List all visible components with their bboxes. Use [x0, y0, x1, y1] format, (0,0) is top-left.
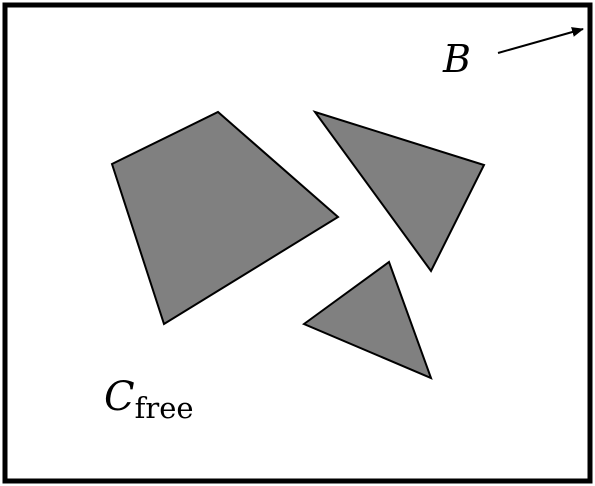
upper-triangle-obstacle	[312, 110, 486, 273]
lower-triangle-obstacle	[301, 260, 433, 380]
body-label: B	[442, 37, 471, 81]
free-space-label: Cfree	[104, 374, 194, 425]
quadrilateral-obstacle	[110, 110, 340, 326]
free-space-subscript: free	[135, 391, 194, 425]
free-space-symbol: C	[104, 374, 135, 420]
body-direction-arrow	[497, 27, 584, 54]
